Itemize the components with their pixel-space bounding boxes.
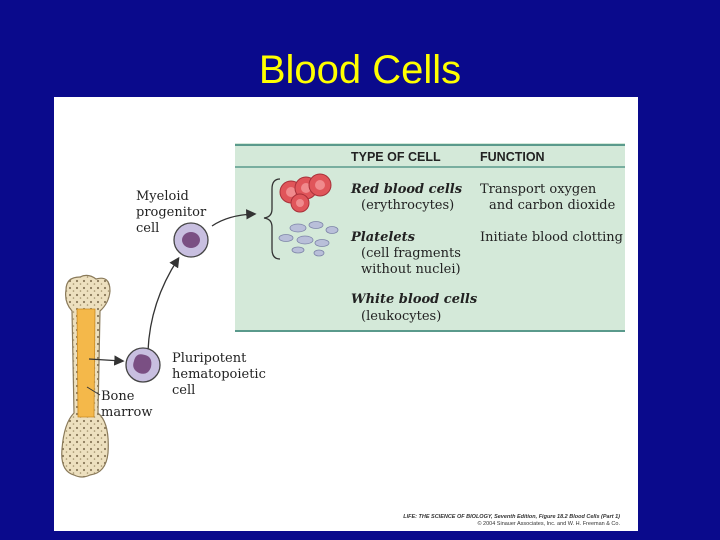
platelets-sublabel: (cell fragments (361, 246, 461, 261)
pluripotent-hematopoietic-cell (125, 347, 161, 383)
blood-cell-diagram: TYPE OF CELL FUNCTION Red blood (61, 143, 625, 527)
platelets-label: Platelets (350, 230, 416, 245)
red-blood-cells-function-line2: and carbon dioxide (489, 198, 616, 213)
bone-illustration (61, 274, 111, 478)
slide-title: Blood Cells (258, 48, 462, 92)
red-blood-cells-function: Transport oxygen (480, 182, 597, 197)
bone-label: Bone (101, 389, 135, 404)
figure-credit-line1: LIFE: THE SCIENCE OF BIOLOGY, Seventh Ed… (403, 514, 620, 520)
myeloid-progenitor-cell (173, 222, 209, 258)
myeloid-label-line1: Myeloid (136, 189, 189, 204)
header-function: FUNCTION (480, 150, 545, 164)
marrow-cavity (76, 308, 96, 418)
red-blood-cells-icon (279, 173, 332, 213)
red-blood-cells-label: Red blood cells (350, 182, 463, 197)
platelets-icon (278, 221, 339, 257)
red-blood-cells-sublabel: (erythrocytes) (361, 198, 454, 213)
pluripotent-label-line2: hematopoietic (172, 367, 266, 382)
arrow-bone-to-pluripotent (88, 355, 125, 366)
arrow-myeloid-to-cells (211, 209, 257, 227)
figure-credit-line2: © 2004 Sinauer Associates, Inc. and W. H… (477, 520, 620, 527)
grouping-brace (263, 178, 281, 260)
platelets-function: Initiate blood clotting (480, 230, 623, 245)
white-blood-cells-sublabel: (leukocytes) (361, 309, 441, 324)
myeloid-label-line3: cell (136, 221, 159, 236)
pluripotent-label-line1: Pluripotent (172, 351, 247, 366)
pluripotent-label-line3: cell (172, 383, 195, 398)
bone-marrow-leader-line (86, 386, 101, 396)
myeloid-label-line2: progenitor (136, 205, 207, 220)
marrow-label: marrow (101, 405, 152, 420)
header-type-of-cell: TYPE OF CELL (351, 150, 441, 164)
platelets-sublabel-line2: without nuclei) (361, 262, 461, 277)
white-blood-cells-label: White blood cells (351, 292, 478, 307)
figure-panel: TYPE OF CELL FUNCTION Red blood (54, 97, 638, 531)
arrow-pluripotent-to-myeloid (147, 256, 180, 352)
